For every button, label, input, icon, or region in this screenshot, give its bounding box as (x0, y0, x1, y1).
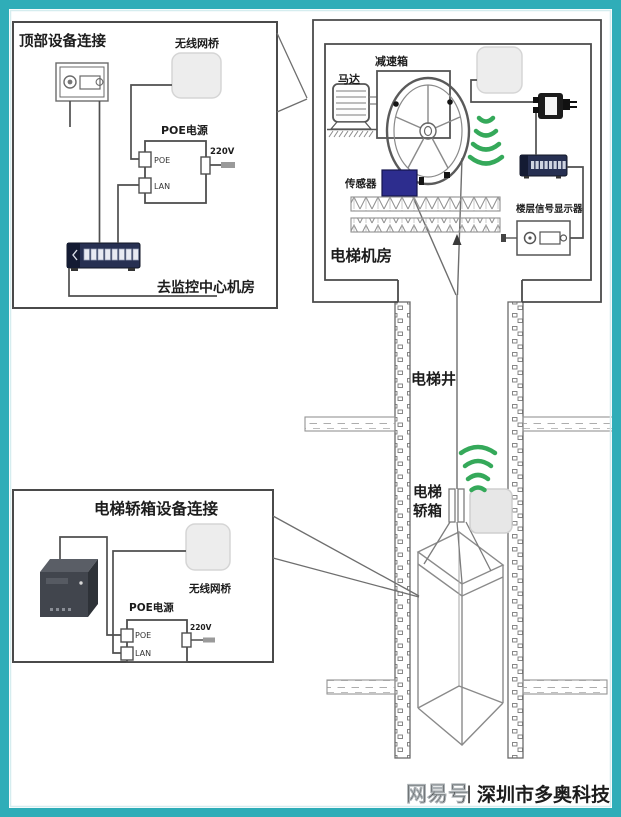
room-switch-icon (519, 154, 568, 179)
to-monitor-label: 去监控中心机房 (157, 279, 255, 296)
car-box-wiring (59, 536, 186, 654)
callout-pointer-bottom (272, 515, 420, 598)
power-plug (221, 162, 235, 168)
top-voltage-label: 220V (210, 147, 235, 157)
gearbox-label: 减速箱 (375, 54, 408, 68)
floor-slab (522, 679, 608, 695)
car-poe-label: POE电源 (129, 601, 174, 614)
car-suspension (423, 488, 492, 584)
motor-icon (327, 83, 377, 138)
top-poe-port-label: POE (154, 156, 170, 165)
support-beam (350, 217, 501, 233)
sensor-label: 传感器 (344, 177, 377, 190)
power-plug (203, 637, 215, 643)
car-poe-unit-icon (120, 619, 192, 663)
top-poe-unit-icon (138, 140, 211, 204)
wifi-signal-up-icon (458, 444, 498, 493)
floor-slab (326, 679, 396, 695)
watermark-company: 深圳市多奥科技 (477, 783, 611, 806)
watermark-separator: | (466, 783, 472, 804)
frame-inner-line (9, 9, 612, 808)
poe-injector-icon (533, 93, 577, 119)
floor-display-label: 楼层信号显示器 (516, 203, 583, 215)
shaft-wall-left (394, 301, 411, 759)
floor-slab (522, 416, 614, 432)
machine-room-label: 电梯机房 (330, 246, 392, 265)
support-beam (350, 196, 501, 212)
car-box-wireless-bridge-icon (185, 523, 231, 571)
top-box-title: 顶部设备连接 (19, 32, 106, 50)
top-switch-icon (66, 242, 141, 271)
top-poe-label: POE电源 (161, 123, 208, 137)
floor-slab (304, 416, 396, 432)
top-wireless-bridge-icon (171, 52, 222, 99)
car-poe-port-label: POE (135, 631, 151, 640)
sensor-icon (381, 169, 418, 197)
car-label-line2: 轿箱 (413, 502, 442, 520)
sensor-marker (419, 177, 424, 185)
callout-pointer-top (276, 32, 308, 113)
car-box-bridge-label: 无线网桥 (188, 582, 231, 595)
room-wireless-bridge-icon (476, 46, 523, 94)
top-bridge-label: 无线网桥 (174, 36, 220, 50)
traction-sheave-icon (385, 76, 471, 186)
elevator-car (416, 531, 505, 746)
top-lan-port-label: LAN (154, 182, 170, 191)
watermark: 网易号 | 深圳市多奥科技 (406, 782, 611, 806)
top-device-icon (55, 62, 109, 102)
watermark-platform: 网易号 (406, 782, 469, 806)
rope-hitch-bar (448, 488, 456, 523)
machine-room-outline (312, 19, 602, 303)
top-box-wiring (68, 84, 217, 297)
wifi-signal-down-icon (467, 115, 505, 166)
car-label-line1: 电梯 (413, 483, 442, 501)
rope-hitch-bar (457, 488, 465, 523)
motor-label: 马达 (338, 72, 360, 86)
rope-arrow-up (452, 234, 462, 245)
car-voltage-label: 220V (190, 623, 212, 632)
elevator-shaft (304, 301, 614, 759)
car-box-title: 电梯轿箱设备连接 (94, 499, 219, 518)
room-wiring (470, 79, 584, 239)
car-lan-port-label: LAN (135, 649, 151, 658)
car-device-icon (40, 559, 98, 617)
car-wireless-bridge-icon (469, 488, 513, 534)
shaft-label: 电梯井 (411, 370, 456, 388)
